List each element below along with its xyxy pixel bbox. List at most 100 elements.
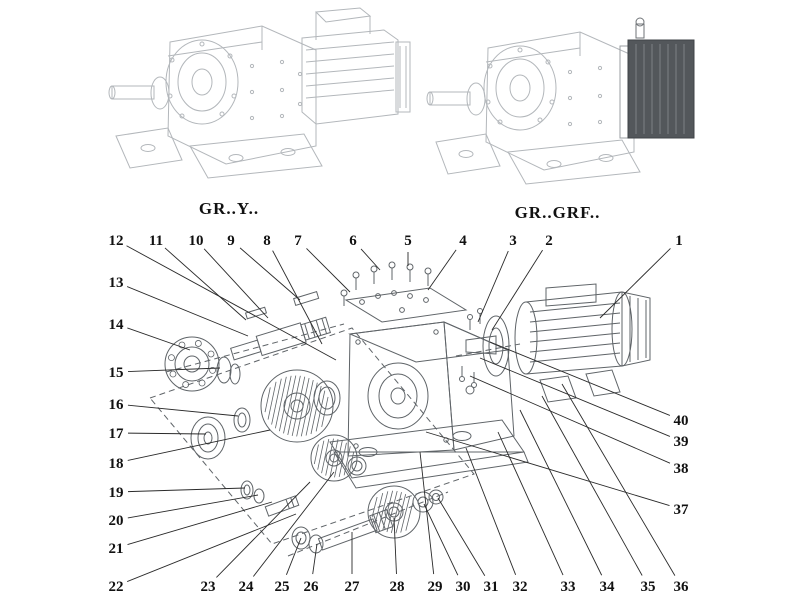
leader-line-25: [285, 537, 302, 576]
leader-line-36: [561, 383, 676, 576]
leader-line-33: [497, 431, 564, 576]
callout-number-29: 29: [428, 579, 443, 595]
callout-number-17: 17: [109, 426, 125, 442]
leader-line-2: [491, 249, 543, 331]
flange-bolt-hole: [178, 341, 186, 349]
leader-line-1: [599, 248, 671, 319]
callout-number-10: 10: [189, 233, 204, 249]
callout-number-6: 6: [349, 233, 357, 249]
callout-number-38: 38: [674, 461, 689, 477]
callout-number-8: 8: [263, 233, 271, 249]
callout-number-11: 11: [149, 233, 163, 249]
callout-number-31: 31: [484, 579, 499, 595]
flange-bolt-hole: [207, 350, 215, 358]
callout-number-12: 12: [109, 233, 124, 249]
leader-line-18: [127, 429, 271, 461]
gear-hatching: [313, 438, 355, 478]
exploded-view-drawing: [149, 261, 651, 557]
callout-number-3: 3: [509, 233, 517, 249]
leader-line-23: [216, 481, 311, 578]
callout-number-34: 34: [600, 579, 616, 595]
callout-number-33: 33: [561, 579, 576, 595]
callout-number-28: 28: [390, 579, 405, 595]
flange-bolt-hole: [169, 370, 177, 378]
leader-line-17: [127, 432, 207, 435]
callout-number-1: 1: [675, 233, 683, 249]
callout-number-32: 32: [513, 579, 528, 595]
gear-housing: [329, 321, 529, 489]
callout-number-2: 2: [545, 233, 553, 249]
leader-line-3: [477, 250, 509, 323]
callout-number-30: 30: [456, 579, 471, 595]
leader-line-11: [164, 247, 247, 321]
callout-number-36: 36: [674, 579, 690, 595]
dark-fin-cover: [619, 17, 695, 139]
leader-line-40: [489, 341, 671, 416]
leader-line-14: [127, 327, 191, 351]
gear-hatching: [264, 375, 329, 437]
callout-number-20: 20: [109, 513, 124, 529]
leader-line-26: [312, 543, 318, 575]
leader-line-9: [239, 247, 301, 301]
leader-line-37: [425, 431, 670, 506]
leader-line-4: [427, 249, 457, 291]
leader-line-34: [519, 409, 603, 576]
figure-gr-y-drawing: [108, 7, 411, 179]
callout-number-4: 4: [459, 233, 467, 249]
callout-number-9: 9: [227, 233, 235, 249]
leader-line-21: [127, 501, 273, 546]
callout-number-40: 40: [674, 413, 689, 429]
callout-number-23: 23: [201, 579, 216, 595]
flange-bolt-hole: [194, 340, 202, 347]
leader-line-35: [541, 395, 643, 576]
flange-bolt-hole: [209, 366, 216, 374]
input-shaft: [230, 290, 331, 361]
leader-line-15: [127, 367, 221, 372]
gear-cluster: [260, 369, 367, 482]
callout-number-21: 21: [109, 541, 124, 557]
leader-line-24: [252, 471, 335, 577]
gear-hatching: [371, 490, 414, 534]
motor: [459, 283, 651, 403]
construction-lines: [149, 323, 521, 557]
leader-line-30: [423, 503, 459, 576]
washer-pinion-row: [240, 480, 300, 517]
callout-number-14: 14: [109, 317, 125, 333]
callout-number-24: 24: [239, 579, 255, 595]
leader-line-29: [419, 451, 435, 575]
leader-line-13: [126, 286, 249, 337]
callout-number-35: 35: [641, 579, 656, 595]
leader-line-7: [306, 248, 351, 293]
leader-line-6: [360, 248, 381, 271]
leader-line-28: [393, 517, 397, 575]
top-cover: [344, 287, 468, 323]
leader-line-22: [126, 513, 297, 582]
callout-number-13: 13: [109, 275, 124, 291]
callout-number-22: 22: [109, 579, 124, 595]
leader-line-12: [126, 245, 337, 361]
leader-line-38: [469, 375, 671, 464]
flange-bolt-hole: [168, 354, 175, 362]
leader-line-39: [479, 357, 671, 437]
figure-label-gr-grf: GR..GRF..: [514, 203, 601, 222]
callout-number-37: 37: [674, 502, 690, 518]
callout-number-19: 19: [109, 485, 124, 501]
callout-number-18: 18: [109, 456, 124, 472]
decor-layer: [168, 340, 414, 534]
leader-line-16: [127, 404, 239, 417]
flange-and-seals: [164, 336, 251, 460]
cover-bolts: [340, 261, 432, 306]
callout-number-26: 26: [304, 579, 320, 595]
callout-number-39: 39: [674, 434, 689, 450]
figure-gr-grf-drawing: [426, 17, 695, 185]
leader-line-20: [127, 494, 259, 519]
leader-line-32: [465, 447, 517, 575]
figure-label-gr-y: GR..Y..: [198, 199, 260, 218]
leader-line-19: [127, 487, 246, 493]
callout-number-27: 27: [345, 579, 361, 595]
leader-line-10: [203, 248, 269, 319]
callout-number-7: 7: [294, 233, 302, 249]
